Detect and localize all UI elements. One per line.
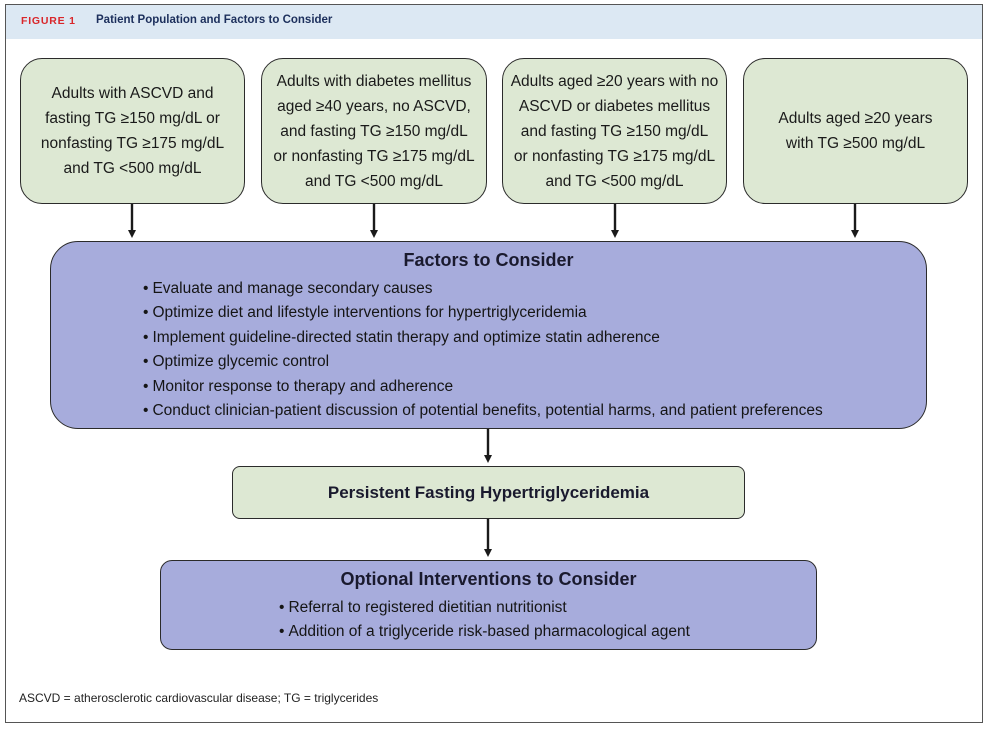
factor-item: Optimize glycemic control: [143, 350, 823, 374]
persistent-box: Persistent Fasting Hypertriglyceridemia: [232, 466, 745, 519]
population-box-diabetes: Adults with diabetes mellitus aged ≥40 y…: [261, 58, 487, 204]
population-box-severe-tg: Adults aged ≥20 years with TG ≥500 mg/dL: [743, 58, 968, 204]
figure-label: FIGURE 1: [21, 15, 76, 27]
population-box-no-ascvd: Adults aged ≥20 years with no ASCVD or d…: [502, 58, 727, 204]
population-text: Adults with ASCVD and fasting TG ≥150 mg…: [40, 85, 225, 177]
optional-box: Optional Interventions to Consider Refer…: [160, 560, 817, 650]
population-text: Adults aged ≥20 years with TG ≥500 mg/dL: [778, 110, 933, 152]
optional-item: Referral to registered dietitian nutriti…: [279, 596, 690, 620]
factor-item: Implement guideline-directed statin ther…: [143, 326, 823, 350]
optional-list: Referral to registered dietitian nutriti…: [279, 596, 690, 645]
figure-title: Patient Population and Factors to Consid…: [96, 14, 333, 26]
figure-header-band: [6, 5, 982, 39]
population-box-ascvd: Adults with ASCVD and fasting TG ≥150 mg…: [20, 58, 245, 204]
optional-title: Optional Interventions to Consider: [340, 569, 637, 589]
factor-item: Monitor response to therapy and adherenc…: [143, 375, 823, 399]
population-text: Adults with diabetes mellitus aged ≥40 y…: [273, 72, 475, 190]
footnote: ASCVD = atherosclerotic cardiovascular d…: [19, 691, 379, 705]
factors-title: Factors to Consider: [403, 250, 574, 270]
factors-box: Factors to Consider Evaluate and manage …: [50, 241, 927, 429]
factor-item: Conduct clinician-patient discussion of …: [143, 399, 822, 423]
optional-item: Addition of a triglyceride risk-based ph…: [279, 620, 690, 644]
population-text: Adults aged ≥20 years with no ASCVD or d…: [510, 72, 719, 190]
persistent-title: Persistent Fasting Hypertriglyceridemia: [327, 482, 650, 502]
factor-item: Optimize diet and lifestyle intervention…: [143, 301, 823, 325]
factors-list: Evaluate and manage secondary causes Opt…: [143, 277, 823, 423]
factor-item: Evaluate and manage secondary causes: [143, 277, 823, 301]
